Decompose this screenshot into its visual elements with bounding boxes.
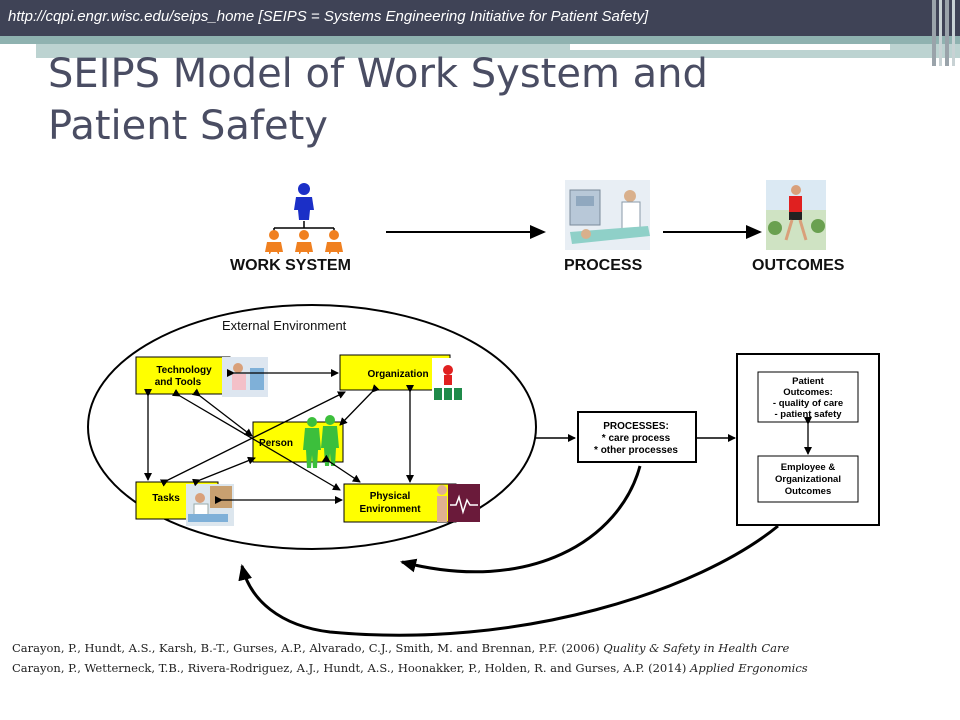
svg-text:* care process: * care process — [602, 433, 671, 444]
svg-text:- patient safety: - patient safety — [774, 409, 842, 420]
technology-image — [222, 357, 268, 397]
organization-image — [432, 358, 464, 402]
svg-text:Organization: Organization — [367, 369, 428, 380]
accent-highlight — [570, 44, 890, 50]
process-label: PROCESS — [564, 257, 643, 274]
decorative-stripes — [932, 0, 955, 66]
svg-text:- quality of care: - quality of care — [773, 398, 843, 409]
svg-text:Person: Person — [259, 438, 293, 449]
employee-outcomes-box: Employee & Organizational Outcomes — [757, 455, 859, 503]
svg-text:Outcomes:: Outcomes: — [783, 387, 833, 398]
physical-environment-image — [437, 484, 480, 522]
feedback-arrow-processes — [400, 465, 642, 574]
work-system-label: WORK SYSTEM — [230, 257, 351, 274]
svg-text:Physical: Physical — [370, 491, 411, 502]
work-system-figure — [265, 183, 343, 254]
svg-text:PROCESSES:: PROCESSES: — [603, 421, 669, 432]
svg-text:and Tools: and Tools — [155, 377, 202, 388]
svg-text:Tasks: Tasks — [152, 493, 180, 504]
source-url: http://cqpi.engr.wisc.edu/seips_home [SE… — [8, 8, 649, 25]
svg-text:Employee &: Employee & — [781, 462, 836, 473]
outcomes-image — [766, 180, 826, 250]
external-environment-ellipse — [87, 304, 537, 550]
svg-text:* other processes: * other processes — [594, 445, 678, 456]
slide-title: SEIPS Model of Work System and Patient S… — [48, 51, 708, 149]
outcomes-label: OUTCOMES — [752, 257, 845, 274]
reference-2: Carayon, P., Wetterneck, T.B., Rivera-Ro… — [12, 661, 808, 675]
tasks-image — [186, 484, 234, 526]
feedback-arrow-outcomes — [238, 524, 779, 637]
patient-outcomes-box: Patient Outcomes: - quality of care - pa… — [757, 371, 859, 423]
processes-box: PROCESSES: * care process * other proces… — [577, 411, 697, 463]
factor-interaction-arrows — [144, 369, 414, 504]
technology-box: Technology and Tools — [135, 356, 231, 395]
svg-text:Patient: Patient — [792, 376, 825, 387]
reference-1: Carayon, P., Hundt, A.S., Karsh, B.-T., … — [12, 641, 790, 655]
organization-box: Organization — [339, 354, 451, 391]
svg-text:Technology: Technology — [156, 365, 212, 376]
header-bar: http://cqpi.engr.wisc.edu/seips_home [SE… — [0, 0, 960, 36]
process-image — [565, 180, 650, 250]
svg-text:Outcomes: Outcomes — [785, 486, 831, 497]
svg-text:Organizational: Organizational — [775, 474, 841, 485]
accent-band — [0, 36, 960, 44]
external-environment-label: External Environment — [222, 318, 347, 333]
svg-text:Environment: Environment — [359, 504, 421, 515]
